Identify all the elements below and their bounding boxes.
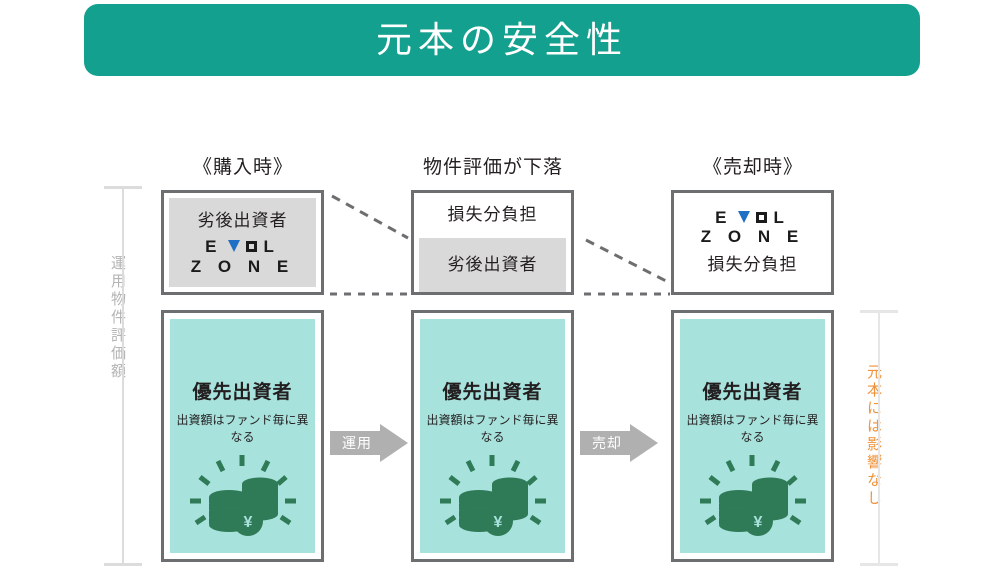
preferred-investor-box-purchase: 優先出資者 出資額はファンド毎に異なる [161, 310, 324, 562]
logo-letter-l: L [773, 207, 790, 227]
evol-logo-line2: Z O N E [700, 227, 805, 247]
preferred-investor-title: 優先出資者 [442, 382, 543, 403]
side-label-right: 元本には影響なし [865, 358, 882, 514]
evol-zone-logo: E L Z O N E [700, 207, 805, 247]
bracket-right [860, 310, 898, 566]
arrow-shape-icon [580, 424, 658, 462]
preferred-investor-fill: 優先出資者 出資額はファンド毎に異なる [420, 319, 565, 553]
logo-letter-e: E [715, 207, 733, 227]
preferred-investor-box-sale: 優先出資者 出資額はファンド毎に異なる [671, 310, 834, 562]
connector-diagonal-2 [585, 238, 669, 284]
preferred-investor-fill: 優先出資者 出資額はファンド毎に異なる [170, 319, 315, 553]
arrow-label-operation: 運用 [342, 435, 372, 451]
evol-logo-line1: E L [715, 207, 790, 227]
column-header-purchase: 《購入時》 [192, 157, 293, 178]
loss-burden-section: 損失分負担 [414, 193, 571, 238]
transition-arrow-sale: 売却 [580, 424, 658, 462]
bracket-right-bottom-tick [860, 563, 898, 566]
arrow-label-sale: 売却 [592, 435, 622, 451]
subordinate-box-purchase: 劣後出資者 E L Z O N E [161, 190, 324, 295]
logo-letter-e: E [205, 236, 223, 256]
side-label-left: 運用物件評価額 [109, 249, 126, 387]
subordinate-investor-section: 劣後出資者 [419, 237, 566, 292]
preferred-investor-title: 優先出資者 [192, 382, 293, 403]
svg-text:¥: ¥ [753, 514, 762, 531]
logo-v-triangle-icon [738, 210, 751, 223]
logo-letter-l: L [263, 236, 280, 256]
subordinate-box-sale-fill: E L Z O N E 損失分負担 [674, 193, 831, 292]
bracket-left-line [122, 186, 124, 566]
coin-stack-yen-icon: ¥ [699, 455, 806, 536]
subordinate-investor-label: 劣後出資者 [197, 210, 288, 230]
subordinate-investor-label: 劣後出資者 [447, 254, 538, 274]
preferred-investor-subtitle: 出資額はファンド毎に異なる [686, 413, 819, 445]
subordinate-box-decline: 損失分負担 劣後出資者 [411, 190, 574, 295]
column-header-sale: 《売却時》 [702, 157, 803, 178]
preferred-investor-subtitle: 出資額はファンド毎に異なる [426, 413, 559, 445]
coin-stack-yen-icon: ¥ [439, 455, 546, 536]
connector-diagonal-1 [331, 194, 409, 240]
coin-stack-yen-icon: ¥ [189, 455, 296, 536]
arrow-shape-icon [330, 424, 408, 462]
preferred-investor-fill: 優先出資者 出資額はファンド毎に異なる [680, 319, 825, 553]
loss-burden-label: 損失分負担 [447, 205, 538, 225]
title-banner: 元本の安全性 [84, 4, 920, 76]
subordinate-box-purchase-fill: 劣後出資者 E L Z O N E [169, 198, 316, 287]
loss-burden-label: 損失分負担 [707, 255, 798, 275]
transition-arrow-operation: 運用 [330, 424, 408, 462]
preferred-investor-title: 優先出資者 [702, 382, 803, 403]
bracket-left-bottom-tick [104, 563, 142, 566]
subordinate-box-sale: E L Z O N E 損失分負担 [671, 190, 834, 295]
logo-v-triangle-icon [228, 239, 241, 252]
logo-o-square-icon [756, 212, 768, 224]
bracket-left [104, 186, 142, 566]
evol-zone-logo: E L Z O N E [190, 236, 295, 276]
evol-logo-line2: Z O N E [190, 256, 295, 276]
preferred-investor-subtitle: 出資額はファンド毎に異なる [176, 413, 309, 445]
preferred-investor-box-decline: 優先出資者 出資額はファンド毎に異なる [411, 310, 574, 562]
bracket-right-line [878, 310, 880, 566]
logo-o-square-icon [246, 241, 258, 253]
column-header-decline: 物件評価が下落 [422, 157, 563, 178]
evol-logo-line1: E L [205, 236, 280, 256]
page-title: 元本の安全性 [375, 19, 628, 60]
svg-text:¥: ¥ [493, 514, 502, 531]
svg-text:¥: ¥ [243, 514, 252, 531]
